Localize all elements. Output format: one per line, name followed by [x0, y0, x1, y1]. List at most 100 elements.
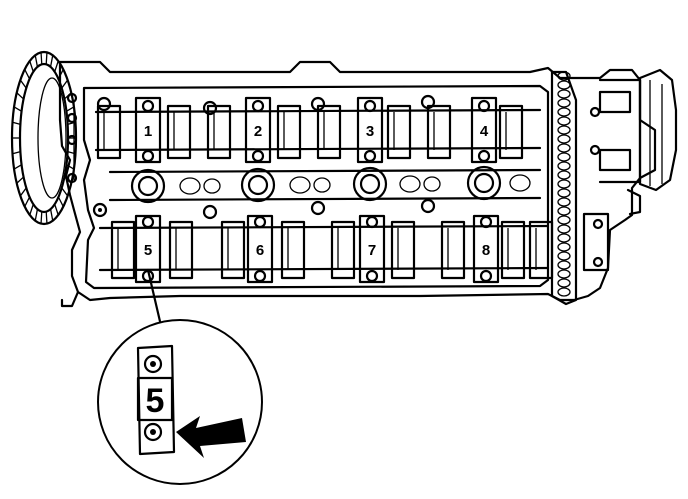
bolt-icon: [477, 99, 491, 113]
sprocket-tooth: [61, 187, 69, 197]
cam-lobe: [168, 220, 194, 280]
chain-link: [557, 152, 571, 162]
chain-link: [557, 242, 571, 252]
sprocket-tooth: [45, 211, 48, 224]
chain-link: [557, 269, 571, 279]
sprocket-tooth: [19, 187, 27, 197]
sprocket-tooth: [54, 60, 59, 72]
bolt-icon: [363, 99, 377, 113]
chain-link: [557, 98, 571, 108]
sprocket-tooth: [40, 52, 43, 65]
sprocket-tooth: [13, 106, 22, 112]
chain-link: [557, 188, 571, 198]
left-cam-sprocket: [10, 50, 78, 226]
bolt-icon: [253, 269, 267, 283]
sprocket-tooth: [19, 79, 27, 89]
bolt-icon: [365, 269, 379, 283]
cam-lobe: [440, 220, 466, 280]
sprocket-tooth: [40, 211, 43, 224]
bolt-icon: [141, 149, 155, 163]
sprocket-tooth: [34, 55, 39, 67]
bearing-cap-number: 1: [144, 123, 152, 140]
bolt-icon: [365, 215, 379, 229]
chain-link: [557, 224, 571, 234]
center-bore-row: [96, 94, 542, 220]
callout-leader-line: [146, 268, 164, 332]
cam-lobe: [276, 104, 302, 160]
bolt-icon: [251, 99, 265, 113]
chain-link: [557, 197, 571, 207]
cam-lobe: [316, 104, 342, 160]
bolt-icon: [363, 149, 377, 163]
bolt-icon: [251, 149, 265, 163]
cam-lobe: [426, 104, 452, 160]
bearing-cap-number: 2: [254, 123, 262, 140]
sprocket-tooth: [12, 150, 21, 155]
cam-lobe: [500, 220, 526, 280]
chain-link: [557, 71, 571, 81]
bolt-icon: [479, 269, 493, 283]
cam-lobe: [386, 104, 412, 160]
detail-cap-number: 5: [146, 382, 165, 420]
sprocket-tooth: [49, 209, 54, 221]
chain-link: [557, 179, 571, 189]
chain-link: [557, 233, 571, 243]
sprocket-tooth: [16, 176, 25, 184]
chain-link: [557, 116, 571, 126]
timing-chain-assembly: [550, 68, 678, 306]
bearing-cap-number: 3: [366, 123, 374, 140]
chain-link: [557, 287, 571, 297]
cam-lobe: [206, 104, 232, 160]
sprocket-tooth: [61, 79, 69, 89]
sprocket-tooth: [16, 92, 25, 100]
chain-link: [557, 260, 571, 270]
bolt-icon: [253, 215, 267, 229]
chain-link: [557, 134, 571, 144]
chain-link: [557, 80, 571, 90]
bolt-icon: [477, 149, 491, 163]
lower-bearing-caps: 5 6 7 8: [134, 214, 500, 284]
sprocket-tooth: [29, 204, 34, 216]
chain-link: [557, 215, 571, 225]
cam-lobe: [96, 104, 122, 160]
sprocket-tooth: [49, 55, 54, 67]
cam-lobe: [280, 220, 306, 280]
sprocket-tooth: [13, 164, 22, 170]
sprocket-tooth: [45, 52, 48, 65]
chain-link: [557, 251, 571, 261]
sprocket-tooth: [34, 209, 39, 221]
bearing-cap-number: 5: [144, 242, 152, 259]
cam-lobe: [220, 220, 246, 280]
cam-lobe: [390, 220, 416, 280]
bearing-cap-number: 4: [480, 123, 489, 140]
cam-lobe: [498, 104, 524, 160]
sprocket-tooth: [66, 106, 75, 112]
bolt-icon: [141, 99, 155, 113]
chain-link: [557, 206, 571, 216]
bearing-cap-number: 8: [482, 242, 490, 259]
upper-camshaft: [94, 104, 542, 160]
bearing-cap-number: 7: [368, 242, 376, 259]
arrow-pointer-icon: [176, 416, 246, 458]
upper-bearing-caps: 1 2 3 4: [134, 96, 498, 164]
chain-link: [557, 170, 571, 180]
sprocket-tooth: [54, 204, 59, 216]
bolt-icon: [141, 215, 155, 229]
sprocket-tooth: [57, 196, 64, 207]
sprocket-tooth: [29, 60, 34, 72]
chain-link: [557, 125, 571, 135]
sprocket-tooth: [24, 69, 31, 80]
cam-lobe: [330, 220, 356, 280]
chain-link: [557, 89, 571, 99]
sprocket-tooth: [12, 121, 21, 126]
bolt-icon: [479, 215, 493, 229]
bearing-cap-number: 6: [256, 242, 264, 259]
chain-link: [557, 278, 571, 288]
cam-lobe: [166, 104, 192, 160]
chain-link: [557, 161, 571, 171]
sprocket-tooth: [24, 196, 31, 207]
cam-lobe: [110, 220, 136, 280]
detail-magnifier: 5: [97, 319, 263, 485]
